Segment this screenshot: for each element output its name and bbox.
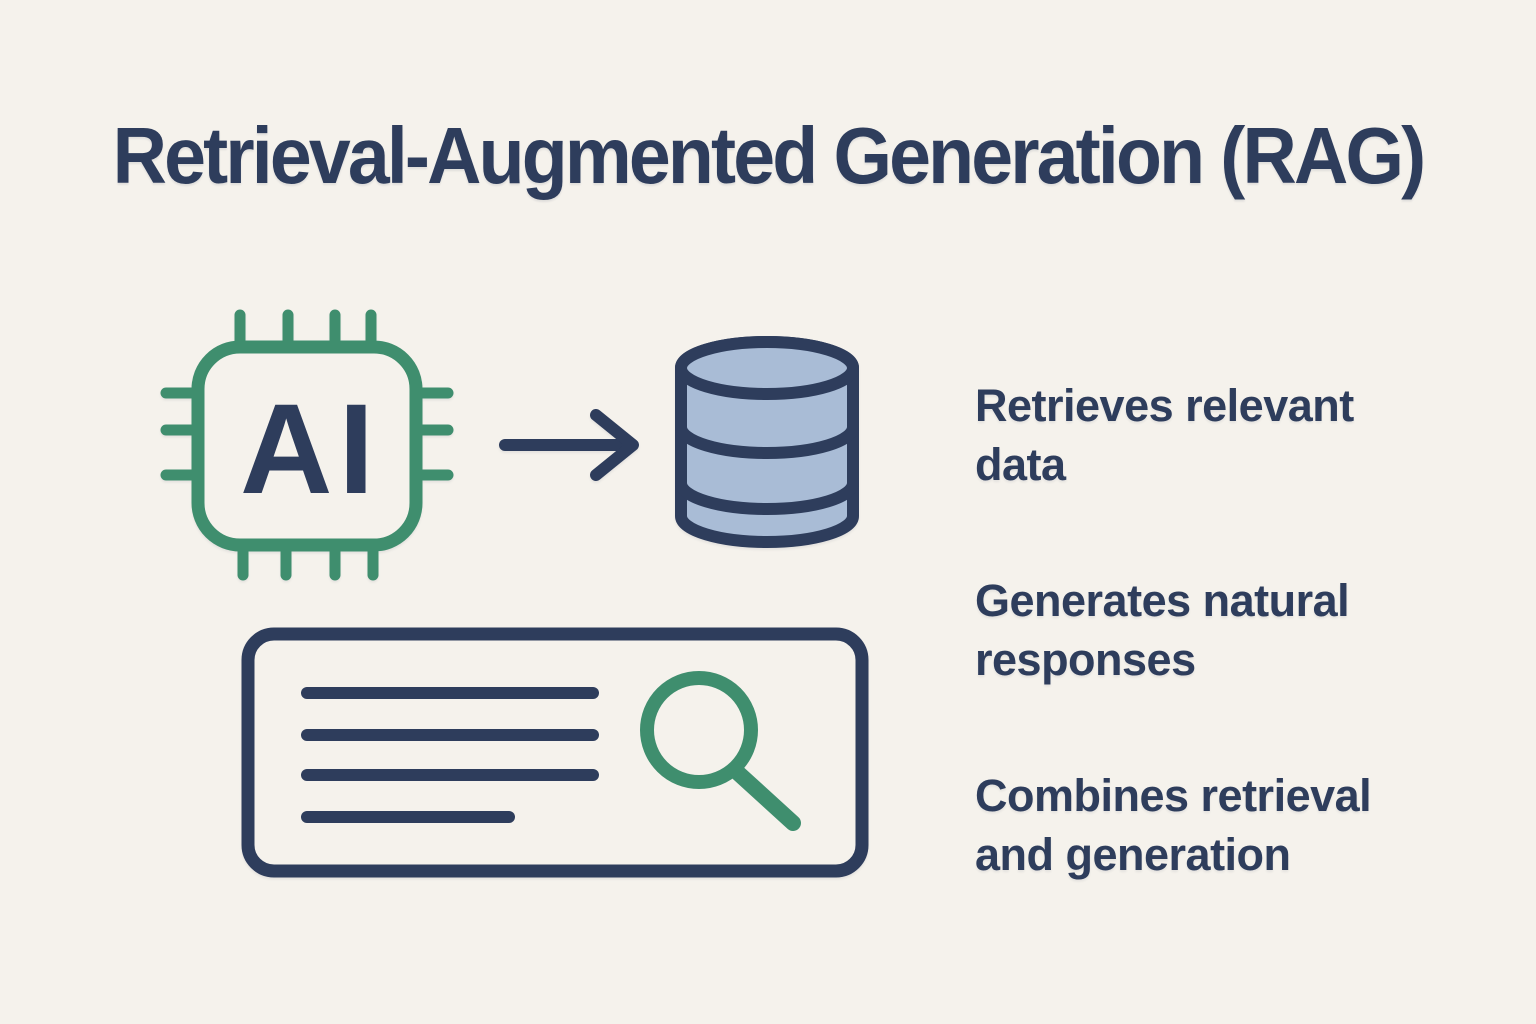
arrow-right-icon	[499, 409, 639, 481]
database-divider	[675, 426, 859, 459]
search-bar-icon	[241, 627, 869, 878]
feature-retrieves-data: Retrieves relevant data	[975, 380, 1354, 490]
magnifier-lens	[640, 671, 758, 789]
search-text-lines	[301, 687, 599, 823]
feature-generates-responses: Generates natural responses	[975, 575, 1350, 685]
database-top	[675, 336, 859, 400]
database-divider	[675, 482, 859, 515]
magnifier-handle	[729, 764, 801, 831]
database-icon	[675, 336, 859, 548]
arrow-head	[590, 409, 639, 481]
magnifier-icon	[640, 671, 801, 831]
chip-body	[191, 340, 423, 552]
ai-chip-label: AI	[240, 378, 380, 521]
ai-chip-icon: AI	[160, 309, 454, 581]
search-box-frame	[241, 627, 869, 878]
page-title: Retrieval-Augmented Generation (RAG)	[112, 111, 1427, 200]
feature-combines-retrieval-generation: Combines retrieval and generation	[975, 770, 1372, 880]
